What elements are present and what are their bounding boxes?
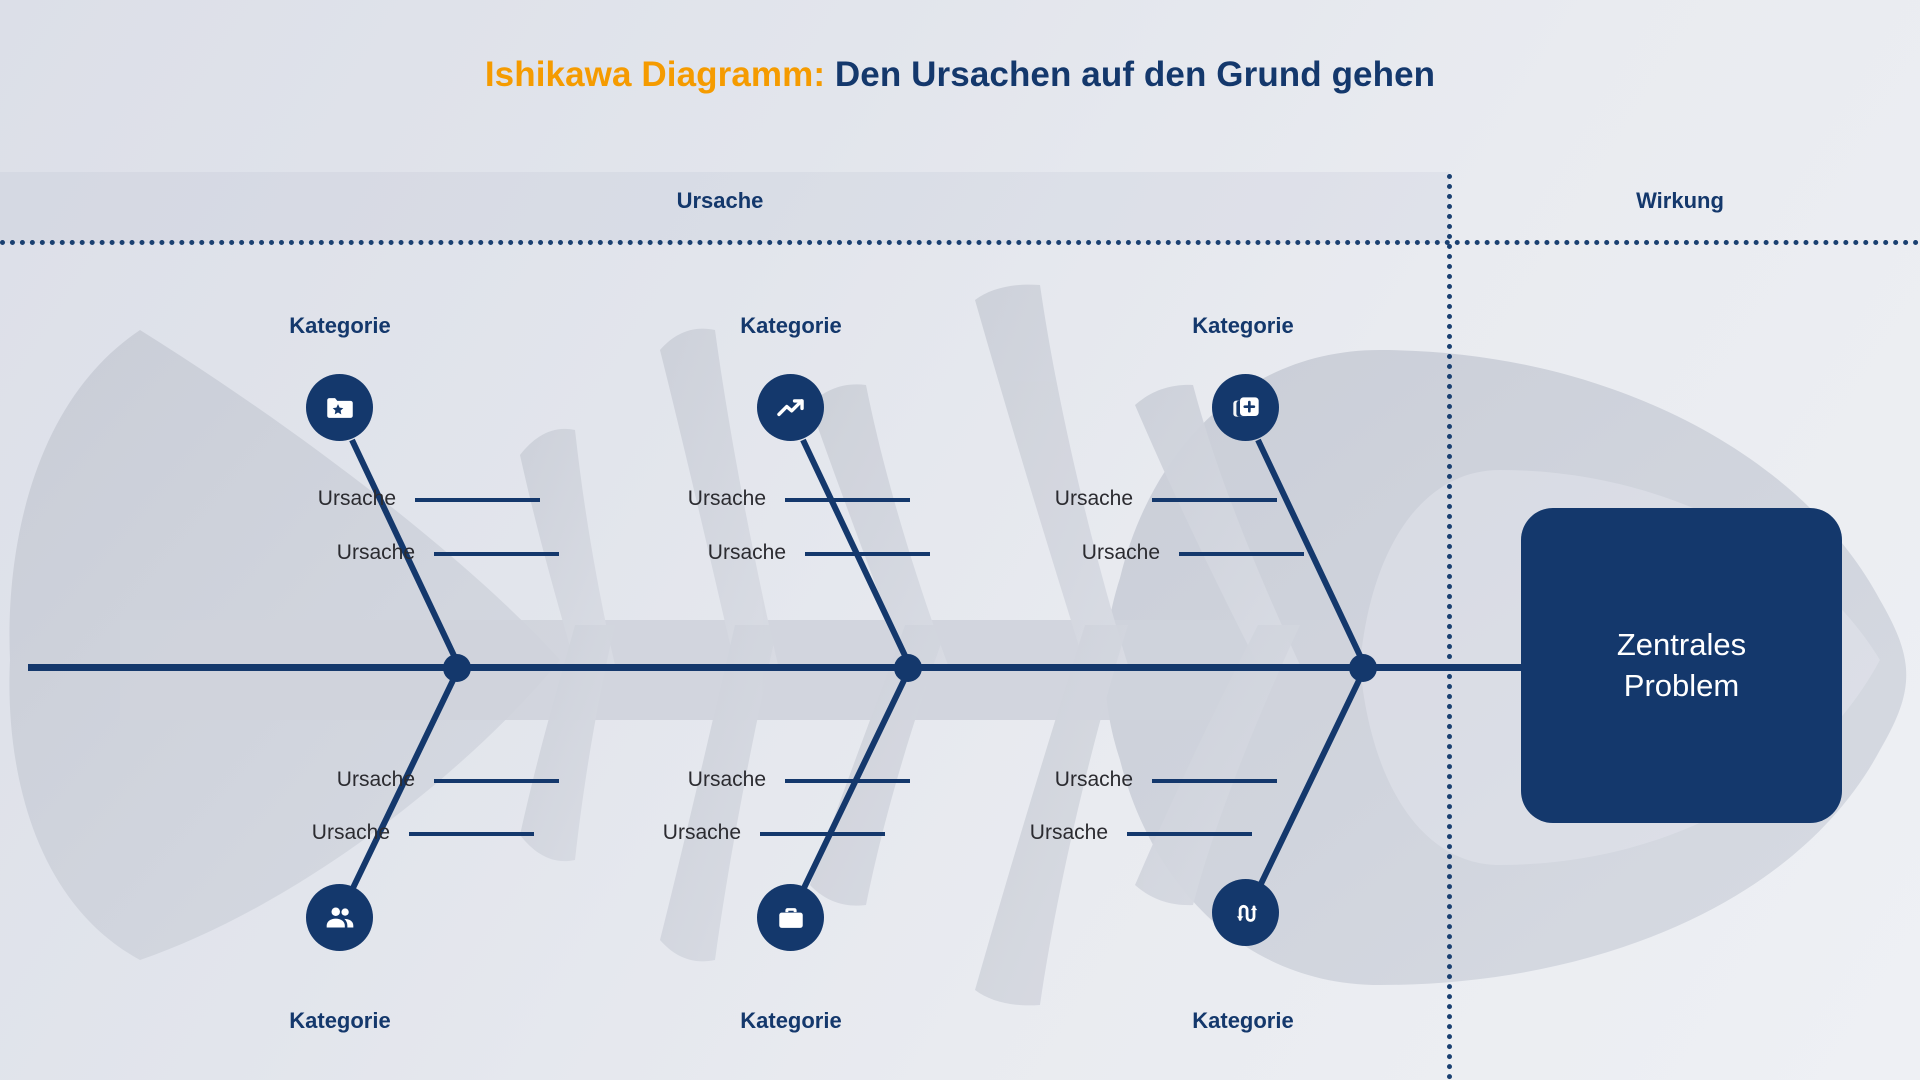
cause-line-top-2b — [805, 552, 930, 556]
section-label-wirkung: Wirkung — [1636, 188, 1724, 213]
trending-up-icon — [774, 391, 808, 425]
vertical-dotted-divider — [1447, 174, 1452, 1080]
bone-top-2 — [800, 438, 911, 664]
cause-line-bottom-1b — [409, 832, 534, 836]
fish-rib-set-bottom — [520, 625, 1300, 1006]
main-spine-line — [28, 664, 1528, 671]
cause-line-top-1a — [415, 498, 540, 502]
category-label-bottom-1: Kategorie — [289, 1008, 391, 1033]
swap-arrows-icon — [1230, 897, 1262, 929]
cause-line-bottom-3b — [1127, 832, 1252, 836]
central-problem-label: Zentrales Problem — [1616, 626, 1747, 703]
fish-rib-set-top — [520, 284, 1300, 665]
people-group-icon — [323, 901, 357, 935]
cause-label-top-1a: Ursache — [317, 487, 396, 510]
cause-line-bottom-2b — [760, 832, 885, 836]
category-icon-top-3[interactable] — [1212, 374, 1279, 441]
cause-label-bottom-1b: Ursache — [311, 821, 390, 844]
cause-line-bottom-2a — [785, 779, 910, 783]
spine-node-2[interactable] — [894, 654, 922, 682]
cause-section-band — [0, 172, 1449, 243]
cause-label-bottom-2b: Ursache — [662, 821, 741, 844]
cause-line-top-3a — [1152, 498, 1277, 502]
cause-label-top-2a: Ursache — [687, 487, 766, 510]
page-title: Ishikawa Diagramm: Den Ursachen auf den … — [0, 55, 1920, 95]
folder-star-icon — [323, 391, 357, 425]
briefcase-icon — [775, 902, 807, 934]
spine-node-3[interactable] — [1349, 654, 1377, 682]
cause-label-bottom-1a: Ursache — [336, 768, 415, 791]
category-label-top-2: Kategorie — [740, 313, 842, 338]
cause-line-bottom-3a — [1152, 779, 1277, 783]
cause-line-top-1b — [434, 552, 559, 556]
section-label-ursache: Ursache — [676, 188, 764, 213]
cause-label-top-2b: Ursache — [707, 541, 786, 564]
category-label-bottom-2: Kategorie — [740, 1008, 842, 1033]
cause-line-top-2a — [785, 498, 910, 502]
horizontal-dotted-divider — [0, 240, 1920, 245]
category-icon-top-2[interactable] — [757, 374, 824, 441]
add-layer-icon — [1230, 392, 1262, 424]
cause-label-top-3b: Ursache — [1081, 541, 1160, 564]
category-label-top-1: Kategorie — [289, 313, 391, 338]
category-icon-bottom-3[interactable] — [1212, 879, 1279, 946]
category-icon-top-1[interactable] — [306, 374, 373, 441]
spine-node-1[interactable] — [443, 654, 471, 682]
cause-label-top-1b: Ursache — [336, 541, 415, 564]
category-icon-bottom-1[interactable] — [306, 884, 373, 951]
category-icon-bottom-2[interactable] — [757, 884, 824, 951]
category-label-bottom-3: Kategorie — [1192, 1008, 1294, 1033]
cause-label-bottom-3b: Ursache — [1029, 821, 1108, 844]
cause-line-top-3b — [1179, 552, 1304, 556]
cause-label-bottom-3a: Ursache — [1054, 768, 1133, 791]
cause-label-top-3a: Ursache — [1054, 487, 1133, 510]
cause-line-bottom-1a — [434, 779, 559, 783]
central-problem-box[interactable]: Zentrales Problem — [1521, 508, 1842, 823]
category-label-top-3: Kategorie — [1192, 313, 1294, 338]
fish-tail-shape — [9, 330, 560, 960]
bone-top-3 — [1255, 438, 1366, 664]
cause-label-bottom-2a: Ursache — [687, 768, 766, 791]
page-title-main: Den Ursachen auf den Grund gehen — [825, 55, 1436, 94]
page-title-accent: Ishikawa Diagramm: — [484, 55, 826, 94]
